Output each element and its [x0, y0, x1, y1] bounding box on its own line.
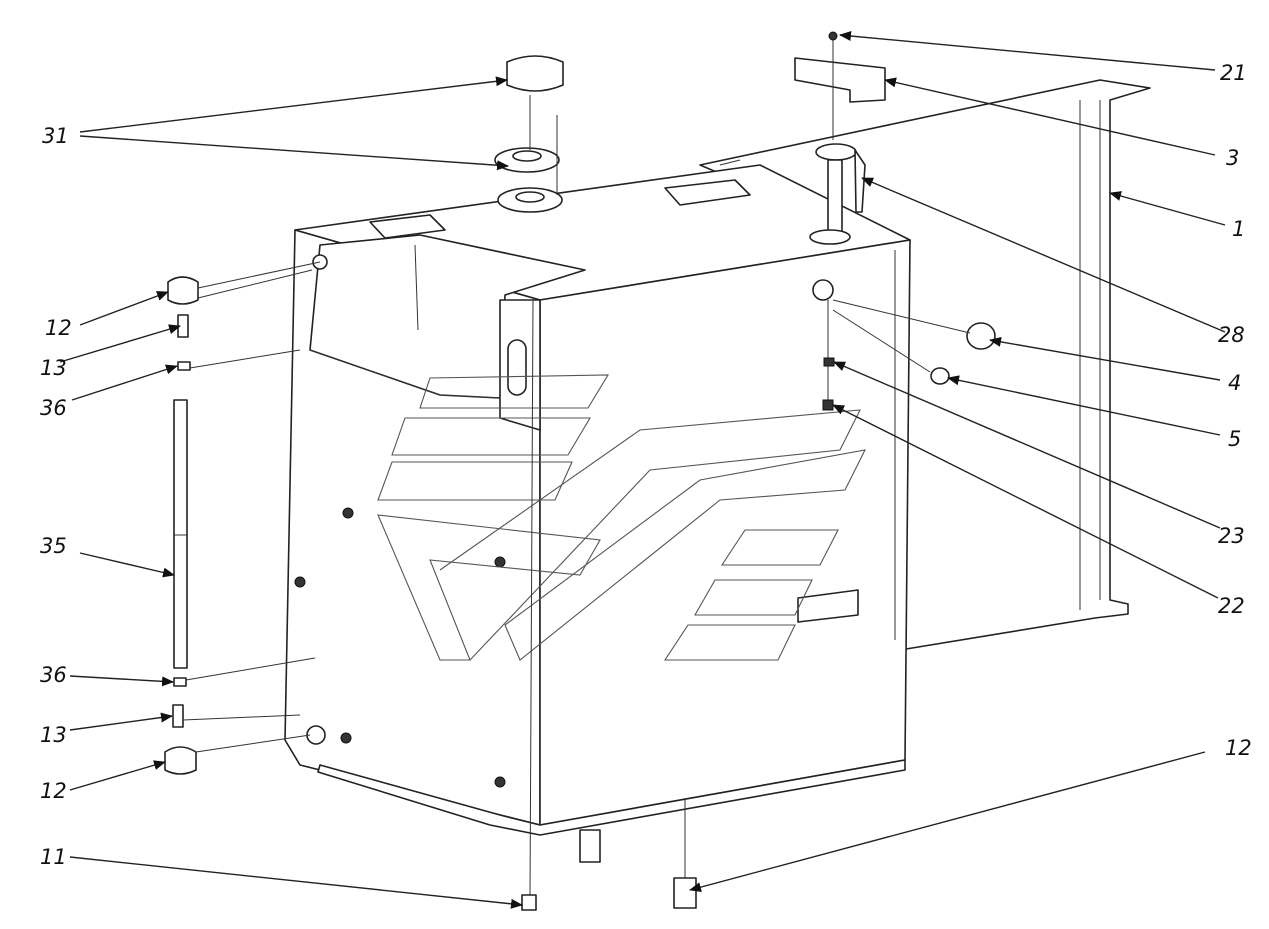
callout-36-bottom: 36: [40, 663, 67, 687]
callout-5: 5: [1228, 427, 1241, 451]
drain-fittings: [521, 299, 697, 911]
sight-gauge: [164, 261, 321, 775]
callout-22: 22: [1218, 594, 1245, 618]
callout-31: 31: [42, 124, 69, 148]
callout-12-top-left: 12: [45, 316, 72, 340]
callout-13-bottom: 13: [40, 723, 67, 747]
level-sender: [719, 40, 886, 410]
fitting-22: [822, 399, 834, 411]
plug-5: [930, 367, 950, 385]
watermark-logo: [377, 374, 866, 661]
plug-4: [966, 322, 996, 350]
top-pad-right: [664, 179, 751, 206]
callout-3: 3: [1226, 146, 1239, 170]
callout-11: 11: [40, 845, 67, 869]
callout-36-top: 36: [40, 396, 67, 420]
callout-28: 28: [1218, 323, 1245, 347]
top-pad-left: [369, 214, 446, 239]
callout-12-bottom-left: 12: [40, 779, 67, 803]
callout-23: 23: [1218, 524, 1245, 548]
leader-lines: [59, 31, 1226, 909]
filler-cap: [494, 55, 564, 213]
callout-4: 4: [1228, 371, 1241, 395]
callout-21: 21: [1220, 61, 1247, 85]
callout-35: 35: [40, 534, 67, 558]
callout-12-bottom-right: 12: [1225, 736, 1252, 760]
callout-labels: 21 31 3 1 28 12 13 36 4 5 23 35 22 12 36…: [40, 61, 1252, 869]
tank-body: [284, 164, 911, 836]
callout-1: 1: [1232, 217, 1245, 241]
fitting-23: [823, 357, 835, 367]
callout-13-top: 13: [40, 356, 67, 380]
screw-21: [828, 31, 838, 41]
